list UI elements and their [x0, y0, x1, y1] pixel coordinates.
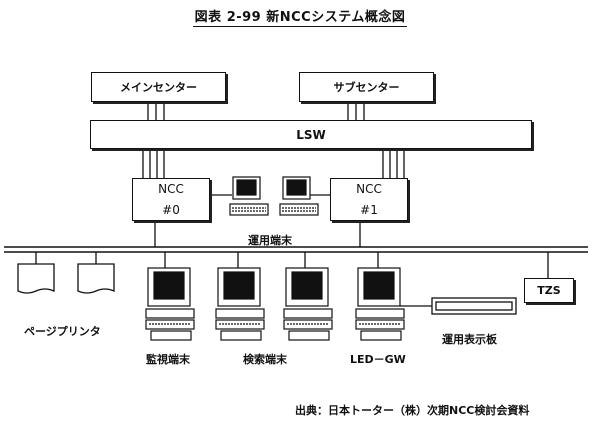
operation-terminal-label: 運用端末: [248, 234, 292, 247]
small-operation-terminal-icons: [229, 176, 319, 216]
ncc1-box: NCC #1: [330, 178, 408, 221]
monitor-terminal-label: 監視端末: [146, 353, 190, 366]
lsw-box: LSW: [90, 120, 532, 149]
lsw-label: LSW: [296, 127, 326, 142]
ncc1-label-line1: NCC: [356, 182, 382, 197]
operation-display-board-icon: [431, 297, 517, 315]
sub-center-label: サブセンター: [333, 81, 400, 94]
ncc0-label-line2: #0: [162, 202, 180, 217]
main-center-label: メインセンター: [120, 81, 197, 94]
sub-center-box: サブセンター: [299, 72, 434, 102]
tzs-box: TZS: [524, 278, 574, 303]
main-center-box: メインセンター: [91, 72, 226, 102]
operation-display-board-label: 運用表示板: [442, 333, 497, 346]
ncc0-label-line1: NCC: [158, 182, 184, 197]
page-printer-icons: [17, 263, 115, 294]
figure-title-text: 図表 2-99 新NCCシステム概念図: [192, 10, 408, 27]
ncc1-label-line2: #1: [360, 202, 378, 217]
figure-title: 図表 2-99 新NCCシステム概念図: [0, 6, 600, 27]
workstation-icons: [145, 267, 405, 341]
tzs-label: TZS: [537, 284, 561, 297]
ncc0-box: NCC #0: [132, 178, 210, 221]
led-gw-label: LED－GW: [350, 353, 406, 366]
search-terminal-label: 検索端末: [243, 353, 287, 366]
source-credit: 出典：日本トーター（株）次期NCC検討会資料: [295, 404, 530, 417]
page-printer-label: ページプリンタ: [24, 325, 101, 338]
